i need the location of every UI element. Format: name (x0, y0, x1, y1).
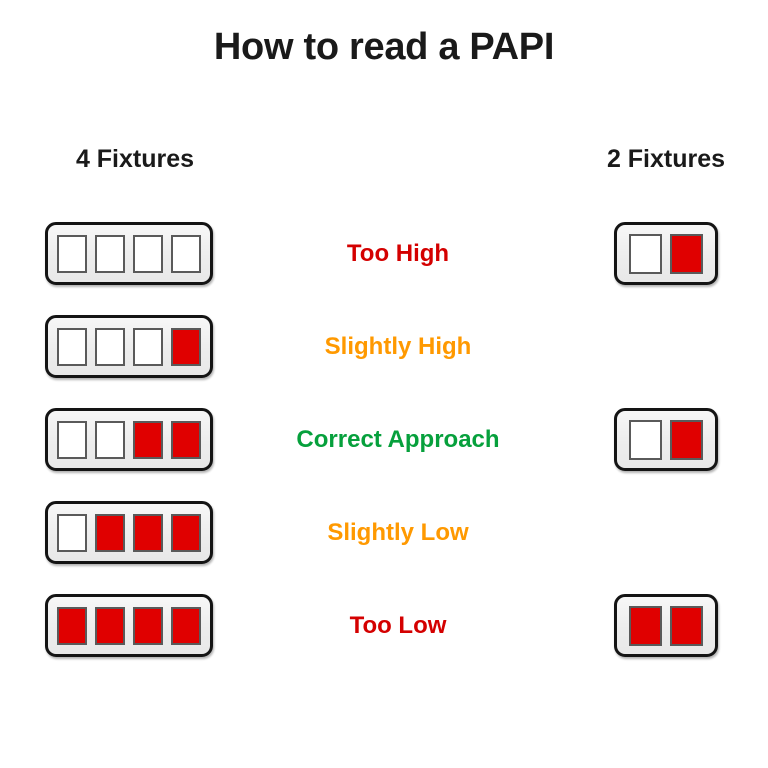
column-header-four-fixtures: 4 Fixtures (75, 145, 195, 173)
column-header-two-fixtures: 2 Fixtures (606, 145, 726, 173)
papi-unit-four-fixtures (45, 315, 213, 378)
papi-lamp-red (133, 420, 163, 459)
papi-lamp-red (670, 419, 703, 460)
papi-unit-four-fixtures (45, 594, 213, 657)
papi-lamp-white (171, 234, 201, 273)
papi-lamp-red (133, 513, 163, 552)
papi-unit-four-fixtures (45, 501, 213, 564)
papi-lamp-red (629, 605, 662, 646)
papi-lamp-red (670, 605, 703, 646)
papi-lamp-white (133, 234, 163, 273)
papi-lamp-white (57, 513, 87, 552)
papi-lamp-white (57, 327, 87, 366)
papi-row: Too High (0, 208, 768, 300)
papi-lamp-red (95, 606, 125, 645)
papi-status-label: Slightly Low (327, 518, 469, 546)
papi-lamp-white (133, 327, 163, 366)
papi-lamp-white (95, 420, 125, 459)
papi-unit-two-fixtures (614, 222, 718, 285)
papi-lamp-white (57, 420, 87, 459)
papi-lamp-red (133, 606, 163, 645)
papi-status-label: Too High (346, 239, 450, 267)
papi-unit-four-fixtures (45, 222, 213, 285)
papi-unit-four-fixtures (45, 408, 213, 471)
papi-row: Correct Approach (0, 394, 768, 486)
papi-lamp-red (171, 327, 201, 366)
papi-status-label: Correct Approach (296, 425, 500, 453)
papi-lamp-red (171, 420, 201, 459)
papi-row: Slightly High (0, 301, 768, 393)
papi-lamp-red (95, 513, 125, 552)
papi-unit-two-fixtures (614, 594, 718, 657)
papi-row: Too Low (0, 580, 768, 672)
papi-lamp-white (629, 233, 662, 274)
papi-unit-two-fixtures (614, 408, 718, 471)
papi-lamp-white (57, 234, 87, 273)
papi-row: Slightly Low (0, 487, 768, 579)
papi-lamp-red (670, 233, 703, 274)
papi-lamp-red (171, 513, 201, 552)
papi-status-label: Slightly High (324, 332, 472, 360)
page-title: How to read a PAPI (213, 26, 555, 68)
papi-lamp-white (629, 419, 662, 460)
papi-status-label: Too Low (349, 611, 447, 639)
papi-lamp-white (95, 327, 125, 366)
papi-lamp-white (95, 234, 125, 273)
papi-lamp-red (171, 606, 201, 645)
papi-lamp-red (57, 606, 87, 645)
